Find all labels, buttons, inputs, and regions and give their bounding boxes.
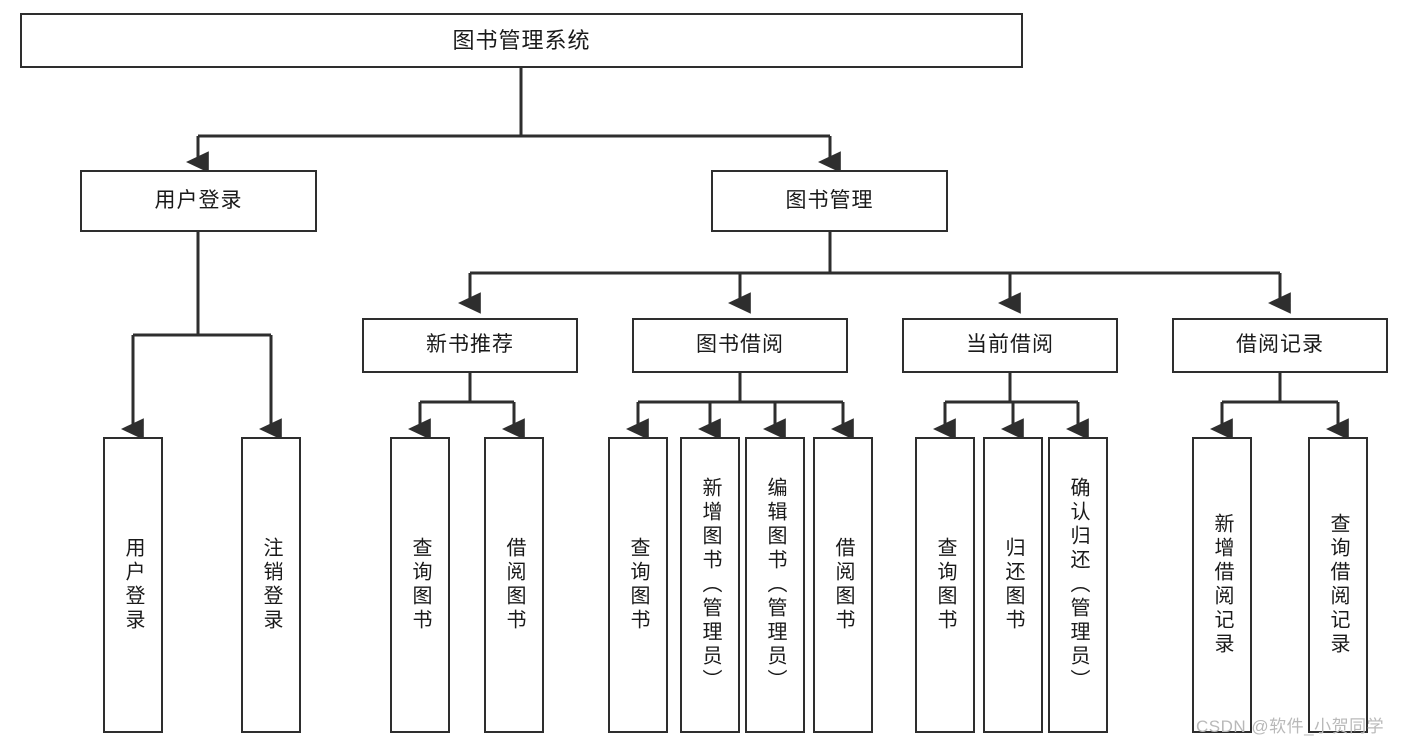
leaf-query-book-2[interactable]: 查询图书 [608, 437, 668, 733]
leaf-edit-book-admin[interactable]: 编辑图书（管理员） [745, 437, 805, 733]
node-label: 当前借阅 [966, 333, 1054, 357]
node-new-book-recommend[interactable]: 新书推荐 [362, 318, 578, 373]
node-label: 用户登录 [122, 537, 144, 633]
node-root-system[interactable]: 图书管理系统 [20, 13, 1023, 68]
node-current-borrow[interactable]: 当前借阅 [902, 318, 1118, 373]
node-label: 借阅图书 [832, 537, 854, 633]
leaf-return-book[interactable]: 归还图书 [983, 437, 1043, 733]
node-label: 图书管理系统 [452, 27, 591, 53]
leaf-add-borrow-record[interactable]: 新增借阅记录 [1192, 437, 1252, 733]
node-borrow-record[interactable]: 借阅记录 [1172, 318, 1388, 373]
node-label: 图书借阅 [696, 333, 784, 357]
leaf-confirm-return-admin[interactable]: 确认归还（管理员） [1048, 437, 1108, 733]
leaf-query-book-1[interactable]: 查询图书 [390, 437, 450, 733]
node-label: 查询借阅记录 [1327, 513, 1349, 657]
node-label: 用户登录 [154, 188, 243, 212]
node-label: 归还图书 [1002, 537, 1024, 633]
node-label: 查询图书 [934, 537, 956, 633]
node-book-borrow[interactable]: 图书借阅 [632, 318, 848, 373]
node-label: 编辑图书（管理员） [764, 477, 786, 693]
leaf-user-login[interactable]: 用户登录 [103, 437, 163, 733]
node-label: 确认归还（管理员） [1067, 477, 1089, 693]
leaf-add-book-admin[interactable]: 新增图书（管理员） [680, 437, 740, 733]
node-label: 查询图书 [627, 537, 649, 633]
node-label: 借阅图书 [503, 537, 525, 633]
node-label: 新书推荐 [426, 333, 514, 357]
node-label: 查询图书 [409, 537, 431, 633]
leaf-borrow-book-1[interactable]: 借阅图书 [484, 437, 544, 733]
node-label: 借阅记录 [1236, 333, 1324, 357]
node-book-manage[interactable]: 图书管理 [711, 170, 948, 232]
node-label: 新增图书（管理员） [699, 477, 721, 693]
leaf-borrow-book-2[interactable]: 借阅图书 [813, 437, 873, 733]
leaf-query-book-3[interactable]: 查询图书 [915, 437, 975, 733]
node-label: 注销登录 [260, 537, 282, 633]
node-label: 图书管理 [785, 188, 874, 212]
node-label: 新增借阅记录 [1211, 513, 1233, 657]
leaf-query-borrow-record[interactable]: 查询借阅记录 [1308, 437, 1368, 733]
leaf-logout-login[interactable]: 注销登录 [241, 437, 301, 733]
node-user-login[interactable]: 用户登录 [80, 170, 317, 232]
